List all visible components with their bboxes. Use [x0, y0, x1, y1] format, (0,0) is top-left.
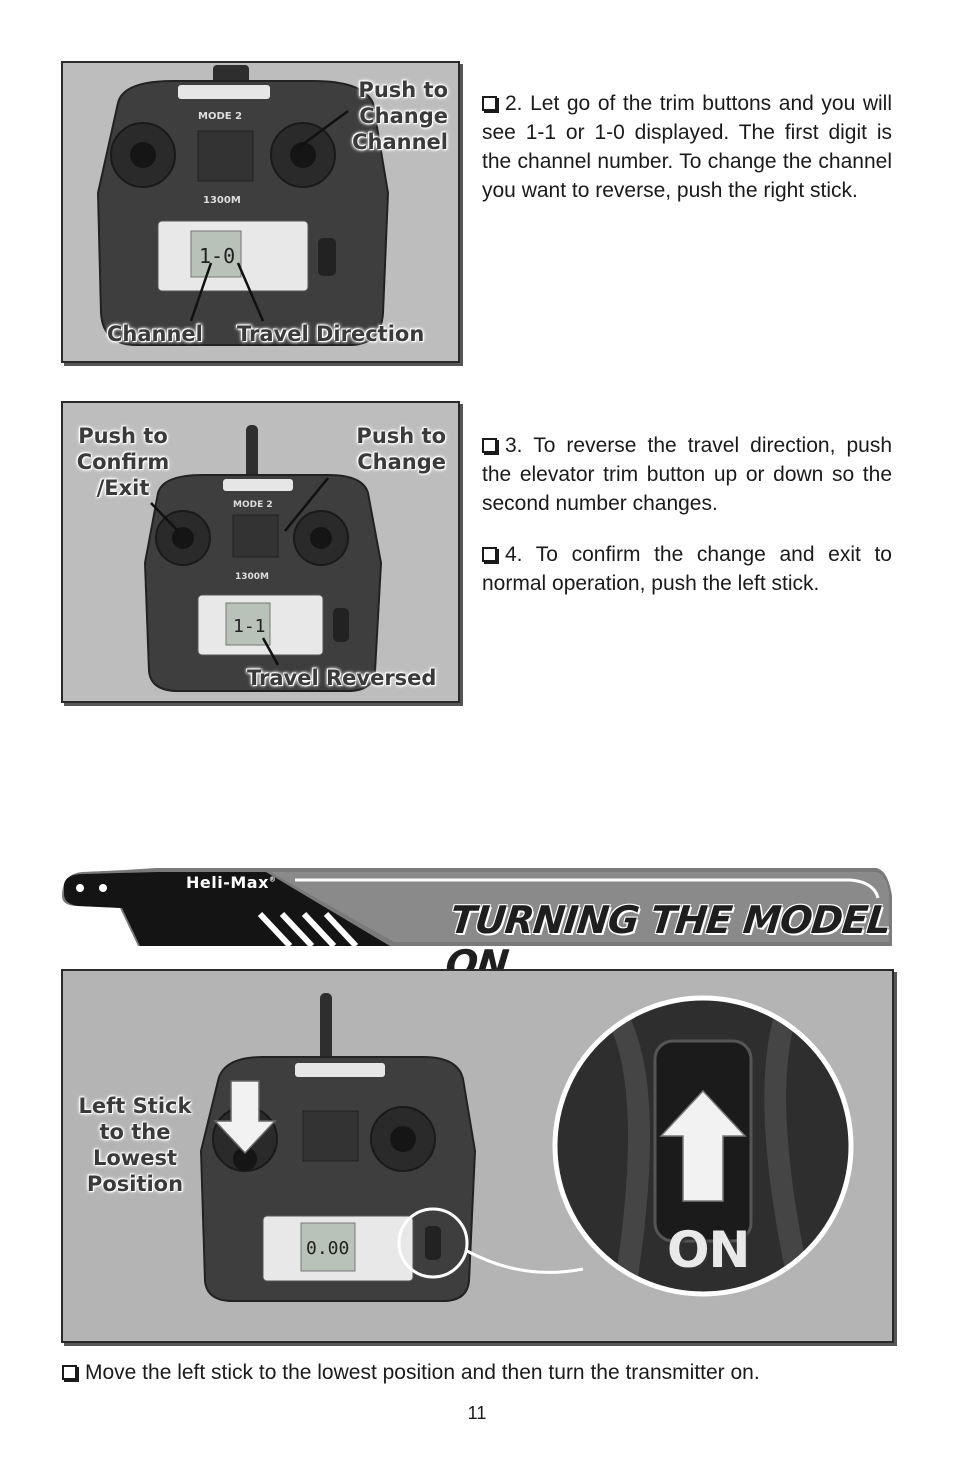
step-4-checkbox[interactable] — [482, 547, 497, 562]
photo-travel-reverse: MODE 2 1300M 1-1 Push to Confirm /Exit P… — [61, 401, 460, 703]
step-turn-on-checkbox[interactable] — [62, 1365, 77, 1380]
lcd-readout-3: 0.00 — [306, 1238, 349, 1259]
callout-push-confirm-exit: Push to Confirm /Exit — [76, 424, 170, 500]
callout-push-change: Push to Change — [356, 424, 446, 474]
step-2-checkbox[interactable] — [482, 96, 497, 111]
section-banner — [62, 868, 892, 949]
model-label-1: 1300M — [203, 195, 241, 206]
brand-logo-text: Heli-Max® — [186, 873, 276, 892]
callout-travel-direction: Travel Direction — [237, 322, 425, 346]
lcd-readout-1: 1-0 — [199, 244, 235, 268]
callout-push-change-channel: Push to Change Channel — [352, 78, 448, 154]
brand-name: Heli-Max — [186, 873, 269, 892]
transmitter-illustration-1: MODE 2 1300M 1-0 — [63, 63, 458, 361]
transmitter-illustration-2: MODE 2 1300M 1-1 — [63, 403, 458, 701]
step-turn-on-body: Move the left stick to the lowest positi… — [85, 1361, 760, 1384]
step-4-body: 4. To confirm the change and exit to nor… — [482, 543, 892, 595]
step-2-text: 2. Let go of the trim buttons and you wi… — [482, 89, 892, 205]
step-2-body: 2. Let go of the trim buttons and you wi… — [482, 92, 892, 202]
up-arrow-icon — [659, 1089, 747, 1202]
on-label: ON — [667, 1221, 750, 1279]
brand-registered-mark: ® — [268, 875, 277, 884]
mode-label-1: MODE 2 — [198, 111, 242, 122]
model-label-2: 1300M — [235, 572, 269, 582]
step-3-checkbox[interactable] — [482, 438, 497, 453]
down-arrow-icon — [213, 1080, 277, 1155]
mode-label-2: MODE 2 — [233, 500, 273, 510]
callout-left-stick-lowest: Left Stick to the Lowest Position — [78, 1094, 192, 1196]
photo-channel-select: MODE 2 1300M 1-0 Push to Change Channel … — [61, 61, 460, 363]
step-turn-on-text: Move the left stick to the lowest positi… — [62, 1358, 760, 1387]
photo-turn-on: 0.00 Left Stick to the Lowest Position O… — [61, 969, 894, 1343]
transmitter-illustration-3: 0.00 — [63, 971, 892, 1341]
lcd-readout-2: 1-1 — [233, 616, 266, 637]
page-number: 11 — [467, 1403, 487, 1423]
callout-channel: Channel — [107, 322, 203, 346]
step-3-body: 3. To reverse the travel direction, push… — [482, 434, 892, 515]
step-4-text: 4. To confirm the change and exit to nor… — [482, 540, 892, 598]
callout-travel-reversed: Travel Reversed — [247, 666, 437, 690]
step-3-text: 3. To reverse the travel direction, push… — [482, 431, 892, 518]
